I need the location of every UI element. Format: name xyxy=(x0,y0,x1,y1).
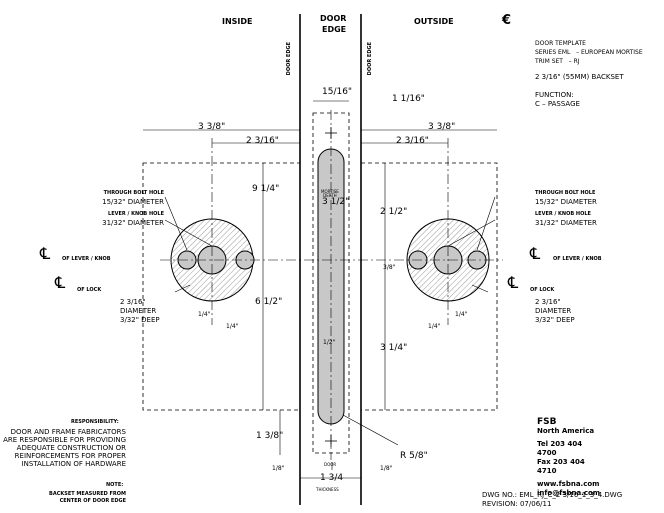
info-line-5: FUNCTION: xyxy=(535,91,574,99)
dim-small-left-b: 1/4" xyxy=(226,323,239,330)
info-line-2: SERIES EML – EUROPEAN MORTISE xyxy=(535,49,643,56)
dim-left-backset: 2 3/16" xyxy=(246,136,279,146)
left-centerline-lock-icon: ℄ xyxy=(55,273,66,292)
dimension-lines xyxy=(143,100,497,479)
inside-label: INSIDE xyxy=(222,17,253,26)
dim-small-right-a: 1/4" xyxy=(428,323,441,330)
dim-top-width: 15/16" xyxy=(322,87,353,97)
dim-mid-center: 1/2" xyxy=(323,339,336,346)
company-fax-2: 4710 xyxy=(537,467,557,475)
responsibility-line-4: REINFORCEMENTS FOR PROPER xyxy=(14,452,126,460)
note-line-1: BACKSET MEASURED FROM xyxy=(49,491,126,497)
right-lever-hole-2: 31/32" DIAMETER xyxy=(535,219,597,227)
left-dia-3: 3/32" DEEP xyxy=(120,316,160,324)
responsibility-line-1: DOOR AND FRAME FABRICATORS xyxy=(10,428,126,436)
dim-thickness-label: THICKNESS xyxy=(316,487,339,492)
info-line-4: 2 3/16" (55MM) BACKSET xyxy=(535,73,624,81)
right-dia-2: DIAMETER xyxy=(535,307,572,315)
dim-thickness: 1 3/4 xyxy=(320,473,344,483)
left-cl-lock: OF LOCK xyxy=(77,287,102,293)
info-line-6: C – PASSAGE xyxy=(535,100,580,108)
dim-bottom-left: 1 3/8" xyxy=(256,431,284,441)
right-cl-lever: OF LEVER / KNOB xyxy=(553,256,602,262)
center-lines xyxy=(160,110,503,460)
dim-mortise-sub: MORTISE DEPTH xyxy=(321,189,339,198)
euro-symbol: € xyxy=(502,13,512,28)
company-region: North America xyxy=(537,427,595,435)
left-centerline-lever-icon: ℄ xyxy=(40,244,51,263)
left-cl-lever: OF LEVER / KNOB xyxy=(62,256,111,262)
responsibility-line-2: ARE RESPONSIBLE FOR PROVIDING xyxy=(3,436,126,444)
responsibility-line-3: ADEQUATE CONSTRUCTION OR xyxy=(16,444,126,452)
drawing-revision: REVISION: 07/06/11 xyxy=(482,500,552,508)
company-fax: Fax 203 404 xyxy=(537,458,585,466)
right-through-bolt-1: THROUGH BOLT HOLE xyxy=(535,190,596,196)
left-lever-hole-2: 31/32" DIAMETER xyxy=(102,219,164,227)
company-tel-2: 4700 xyxy=(537,449,557,457)
dim-bottom-right-small: 1/8" xyxy=(380,465,393,472)
outside-label: OUTSIDE xyxy=(414,17,454,26)
dim-right-outer: 3 3/8" xyxy=(428,122,456,132)
dim-center-small: 3/8" xyxy=(383,264,396,271)
door-edge-label: DOOR xyxy=(320,14,347,23)
note-title: NOTE: xyxy=(106,482,124,488)
right-centerline-lock-icon: ℄ xyxy=(508,273,519,292)
dim-mortise: 3 1/2" xyxy=(322,197,350,207)
company-web: www.fsbna.com xyxy=(537,480,600,488)
drawing-number: DWG NO.: EML_RJ_C_2 3/16_1_3_4.DWG xyxy=(482,491,623,499)
right-dia-3: 3/32" DEEP xyxy=(535,316,575,324)
dim-top-gap: 1 1/16" xyxy=(392,94,425,104)
left-dia-2: DIAMETER xyxy=(120,307,157,315)
left-dia-1: 2 3/16" xyxy=(120,298,146,306)
dim-height-9: 9 1/4" xyxy=(252,184,280,194)
dim-left-outer: 3 3/8" xyxy=(198,122,226,132)
right-through-bolt-2: 15/32" DIAMETER xyxy=(535,198,597,206)
dim-small-left-a: 1/4" xyxy=(198,311,211,318)
info-line-1: DOOR TEMPLATE xyxy=(535,40,586,47)
door-edge-label-2: EDGE xyxy=(322,25,347,34)
company-name: FSB xyxy=(537,417,557,427)
dim-bottom-left-small: 1/8" xyxy=(272,465,285,472)
note-line-2: CENTER OF DOOR EDGE xyxy=(59,498,126,504)
company-tel: Tel 203 404 xyxy=(537,440,583,448)
right-lever-hole-1: LEVER / KNOB HOLE xyxy=(535,211,591,217)
responsibility-title: RESPONSIBILITY: xyxy=(71,419,119,425)
leader-lines xyxy=(164,196,496,293)
center-crosses xyxy=(325,127,337,447)
right-cl-lock: OF LOCK xyxy=(530,287,555,293)
left-through-bolt-2: 15/32" DIAMETER xyxy=(102,198,164,206)
door-edge-vertical-right: DOOR EDGE xyxy=(367,42,373,76)
left-lever-hole-1: LEVER / KNOB HOLE xyxy=(108,211,164,217)
right-centerline-lever-icon: ℄ xyxy=(530,244,541,263)
company-email: info@fsbna.com xyxy=(537,489,601,497)
dim-door-label: DOOR xyxy=(324,462,337,467)
responsibility-line-5: INSTALLATION OF HARDWARE xyxy=(21,460,126,468)
dim-right-backset: 2 3/16" xyxy=(396,136,429,146)
info-line-3: TRIM SET – RJ xyxy=(535,58,580,65)
dim-small-right-b: 1/4" xyxy=(455,311,468,318)
left-through-bolt-1: THROUGH BOLT HOLE xyxy=(103,190,164,196)
right-dia-1: 2 3/16" xyxy=(535,298,561,306)
dim-left-6: 6 1/2" xyxy=(255,297,283,307)
door-edge-vertical-left: DOOR EDGE xyxy=(286,42,292,76)
dim-right-3: 3 1/4" xyxy=(380,343,408,353)
dim-radius: R 5/8" xyxy=(400,451,428,461)
dim-right-2: 2 1/2" xyxy=(380,207,408,217)
